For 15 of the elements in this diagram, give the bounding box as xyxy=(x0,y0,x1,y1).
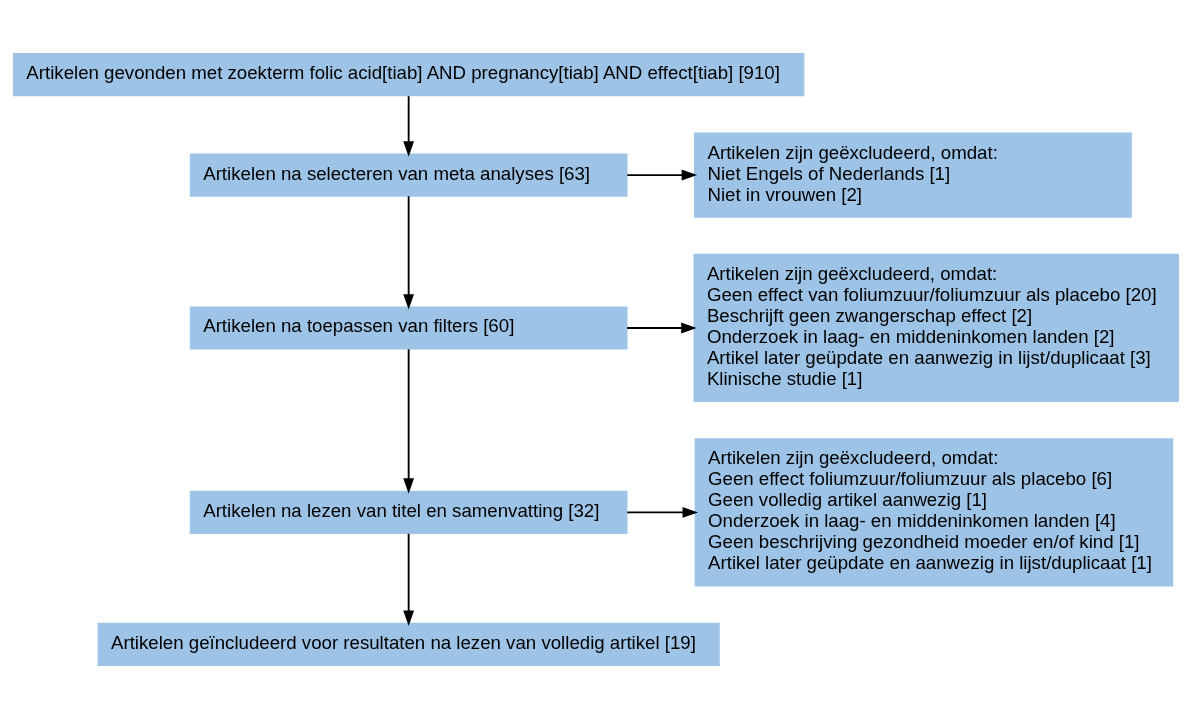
node-box: Artikelen gevonden met zoekterm folic acid[tiab] AND pregnancy[tiab] AND effect[tiab] [910] xyxy=(12,53,805,97)
node-box: Artikelen zijn geëxcludeerd, omdat: Geen effect foliumzuur/foliumzuur als placebo [6] Geen volledig artikel aanwezig [1] Onderzoek in laag- en middeninkomen landen [4] Geen beschrijving gezondheid moeder en/of kind [1] Artikel later geüpdate en aanwezig in lijst/duplicaat [1] xyxy=(694,438,1174,587)
node-box: Artikelen zijn geëxcludeerd, omdat: Geen effect van foliumzuur/foliumzuur als placebo [20] Beschrijft geen zwangerschap effect [2] Onderzoek in laag- en middeninkomen landen [2] Artikel later geüpdate en aanwezig in lijst/duplicaat [3] Klinische studie [1] xyxy=(693,253,1180,403)
arrow xyxy=(626,507,698,518)
arrow xyxy=(403,348,415,494)
arrow xyxy=(403,532,415,626)
node-box: Artikelen zijn geëxcludeerd, omdat: Niet Engels of Nederlands [1] Niet in vrouwen [2] xyxy=(694,132,1132,218)
node-box: Artikelen na selecteren van meta analyses [63] xyxy=(189,153,628,197)
arrow xyxy=(403,95,415,157)
arrow xyxy=(403,195,415,310)
node-box: Artikelen na lezen van titel en samenvatting [32] xyxy=(189,490,628,534)
arrow xyxy=(626,322,697,334)
node-box: Artikelen na toepassen van filters [60] xyxy=(189,306,628,350)
arrow xyxy=(626,169,698,181)
node-box: Artikelen geïncludeerd voor resultaten na lezen van volledig artikel [19] xyxy=(97,622,720,666)
